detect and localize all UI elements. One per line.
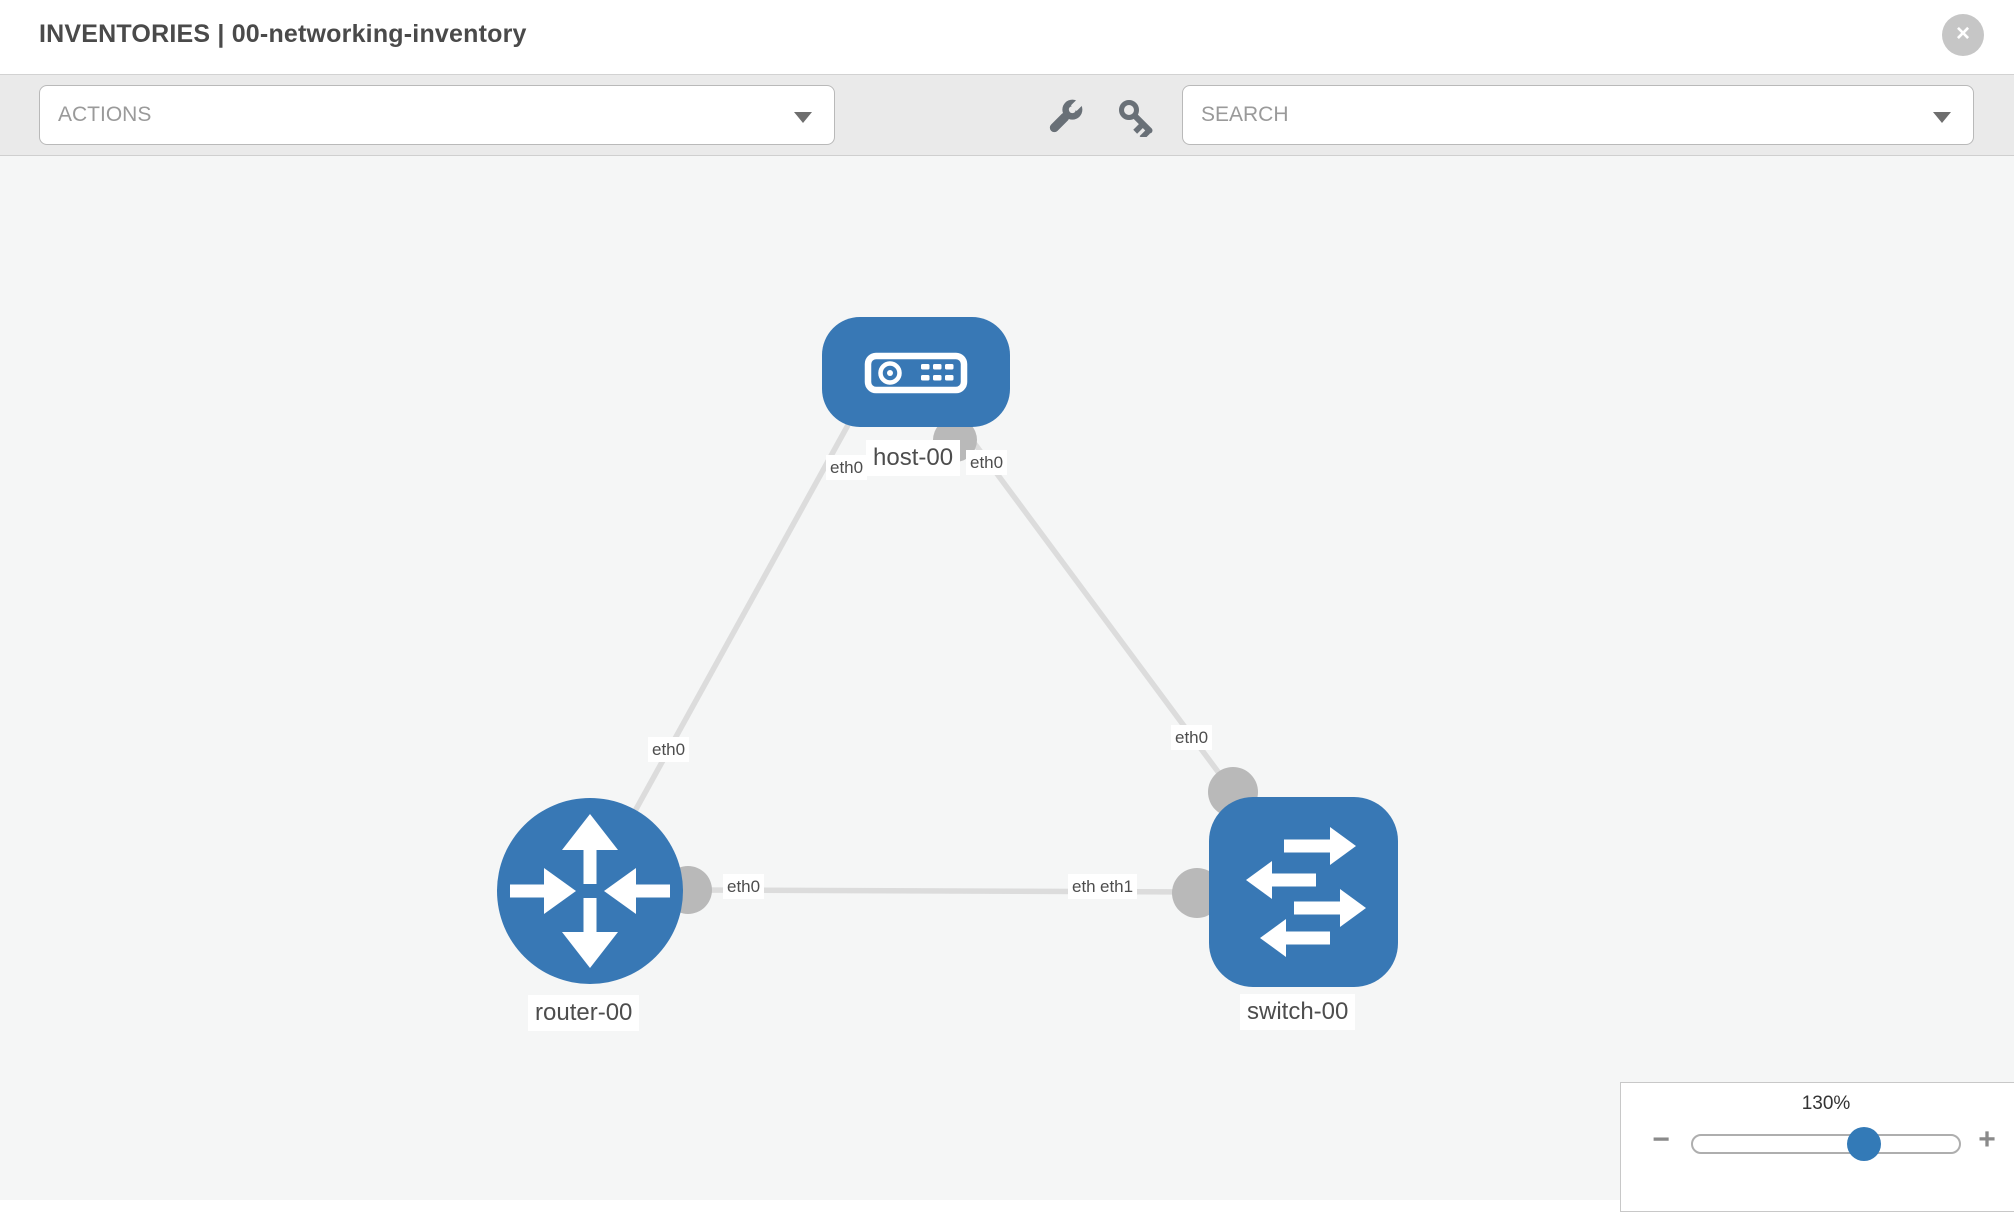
node-switch[interactable] [1209,797,1398,987]
wrench-icon [1049,97,1088,133]
topology-graph [497,317,1398,987]
close-icon[interactable]: × [1942,14,1984,56]
node-label-host: host-00 [866,440,961,476]
interface-label: eth0 [966,450,1008,476]
interface-label: eth0 [1171,725,1213,751]
switch-icon [1246,827,1366,957]
actions-dropdown-label: ACTIONS [58,103,152,126]
interface-connectors [664,418,1258,918]
chevron-down-icon [794,112,812,123]
zoom-in-button[interactable]: + [1978,1123,1996,1156]
search-placeholder: SEARCH [1201,103,1289,126]
zoom-panel: 130% − + [1620,1082,2014,1212]
interface-label: eth0 [723,874,765,900]
title-bar: INVENTORIES | 00-networking-inventory × [0,0,2014,74]
node-router[interactable] [497,798,683,984]
router-icon [510,814,670,968]
topology-canvas[interactable] [0,156,2014,1200]
toolbar: ACTIONS SEARCH [0,74,2014,156]
interface-label: eth1 [1096,874,1138,900]
zoom-slider-track[interactable] [1691,1134,1961,1154]
interface-label: eth0 [826,455,868,481]
zoom-slider-handle[interactable] [1847,1127,1881,1161]
wrench-button[interactable] [1044,97,1088,137]
page-title: INVENTORIES | 00-networking-inventory [39,20,527,48]
node-label-router: router-00 [528,995,640,1031]
node-host[interactable] [822,317,1010,427]
chevron-down-icon [1933,112,1951,123]
zoom-out-button[interactable]: − [1652,1123,1670,1156]
key-button[interactable] [1110,97,1154,137]
key-icon [1119,100,1153,137]
interface-label: eth0 [648,737,690,763]
topology-links [589,423,1236,895]
node-label-switch: switch-00 [1240,994,1356,1030]
search-dropdown[interactable]: SEARCH [1182,85,1974,145]
zoom-level: 130% [1801,1093,1851,1114]
actions-dropdown[interactable]: ACTIONS [39,85,835,145]
host-icon [864,352,968,394]
